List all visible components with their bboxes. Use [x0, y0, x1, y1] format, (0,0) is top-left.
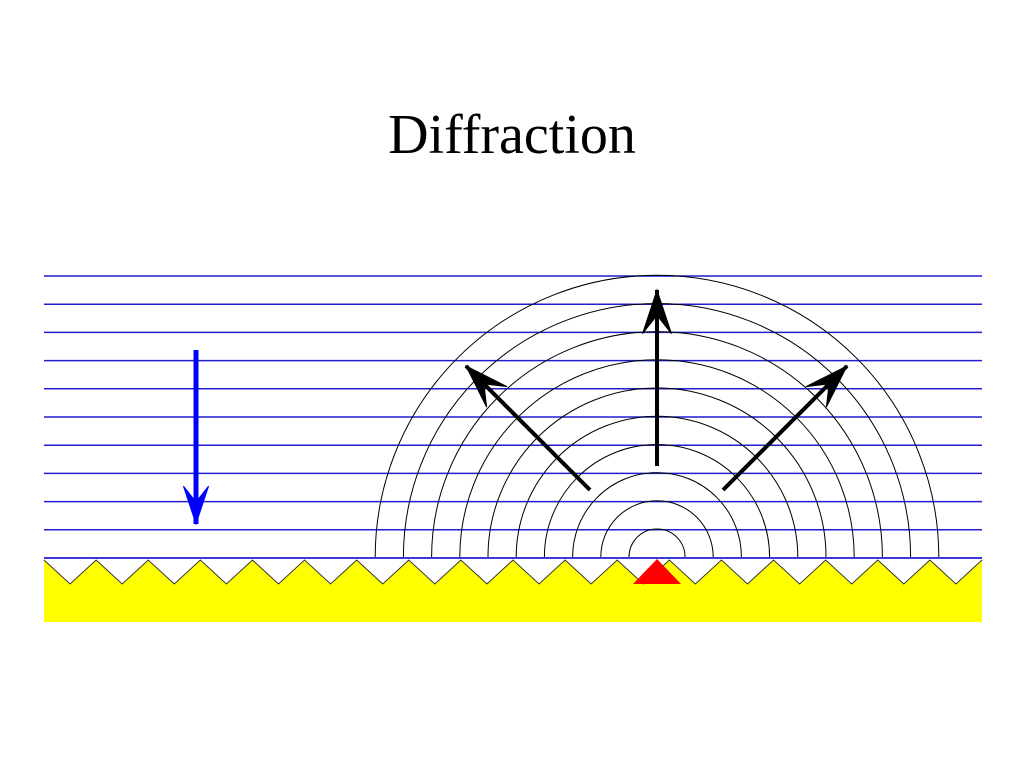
arrowhead: [182, 485, 210, 526]
scatterer-group: [633, 559, 681, 584]
slide-title: Diffraction: [388, 104, 636, 166]
arrowhead: [642, 288, 672, 334]
diffracted-arrow-up: [642, 288, 672, 466]
scatterer-triangle: [633, 559, 681, 584]
arrowhead: [805, 364, 849, 408]
arrow-shaft: [464, 364, 592, 492]
surface-fill: [44, 560, 982, 622]
arrow-shaft: [721, 364, 849, 492]
incident-wavefronts: [44, 275, 982, 559]
surface-teeth-outline: [43, 559, 983, 585]
diffracted-wavefront-arc: [374, 274, 940, 558]
incident-arrow: [182, 350, 210, 526]
arrowhead: [464, 364, 508, 408]
diffracted-wavefront-arc: [572, 472, 742, 558]
diffracted-wavefront-arc: [600, 500, 714, 558]
diffracted-wavefront-arc: [628, 528, 686, 558]
grating-surface: [43, 559, 983, 622]
arrows: [182, 288, 849, 526]
diffracted-arrow-up-right: [721, 364, 849, 492]
diffracted-arrow-up-left: [464, 364, 592, 492]
